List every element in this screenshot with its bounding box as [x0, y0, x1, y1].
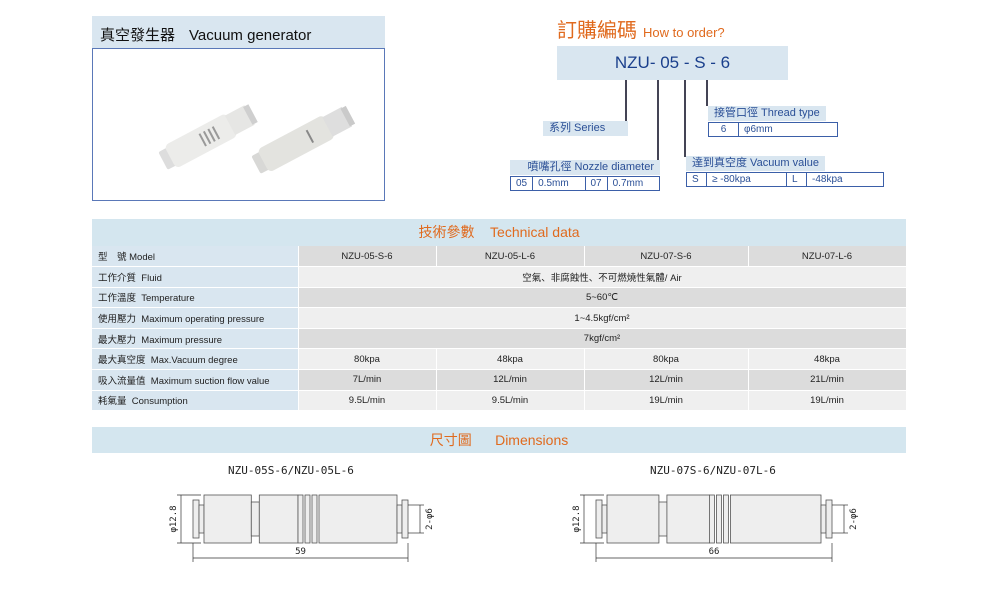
option-value: ≥ -80kpa: [707, 173, 787, 186]
nozzle-label: 噴嘴孔徑 Nozzle diameter: [510, 160, 660, 175]
thread-options: 6 φ6mm: [708, 122, 838, 137]
table-cell: 7L/min: [298, 369, 437, 391]
length-label: 59: [295, 547, 306, 557]
table-cell: 9.5L/min: [436, 390, 585, 412]
table-cell: 21L/min: [748, 369, 907, 391]
row-header: 工作介質 Fluid: [92, 266, 299, 288]
table-cell: 48kpa: [436, 348, 585, 371]
table-cell: NZU-07-L-6: [748, 246, 907, 268]
product-title-zh: 真空發生器: [100, 27, 176, 44]
option-code: L: [787, 173, 807, 186]
port-label: 2-φ6: [425, 508, 435, 530]
order-title: 訂購編碼 How to order?: [557, 14, 725, 43]
diameter-label: φ12.8: [572, 505, 582, 532]
table-cell: NZU-07-S-6: [584, 246, 749, 268]
option-code: 6: [709, 123, 739, 136]
product-image: [92, 48, 385, 201]
dimension-drawing: φ12.8 2-φ6 59: [169, 494, 435, 562]
option-code: 07: [586, 177, 608, 190]
port-label: 2-φ6: [849, 508, 859, 530]
order-title-zh: 訂購編碼: [557, 20, 637, 42]
table-cell: 1~4.5kgf/cm²: [298, 307, 907, 329]
option-code: S: [687, 173, 707, 186]
table-cell: 80kpa: [584, 348, 749, 371]
row-header: 最大真空度 Max.Vacuum degree: [92, 348, 299, 371]
row-header: 使用壓力 Maximum operating pressure: [92, 307, 299, 329]
order-title-en: How to order?: [643, 25, 725, 40]
table-cell: 48kpa: [748, 348, 907, 371]
dimension-drawing: φ12.8 2-φ6 66: [572, 494, 859, 562]
table-cell: 9.5L/min: [298, 390, 437, 412]
option-value: 0.7mm: [612, 178, 644, 189]
table-cell: NZU-05-L-6: [436, 246, 585, 268]
product-header: 真空發生器 Vacuum generator: [92, 16, 385, 48]
table-cell: 空氣、非腐蝕性、不可燃燒性氣體/ Air: [298, 266, 907, 288]
row-header: 最大壓力 Maximum pressure: [92, 328, 299, 350]
length-label: 66: [709, 547, 720, 557]
table-cell: 5~60℃: [298, 287, 907, 309]
product-title-en: Vacuum generator: [189, 27, 312, 44]
vacuum-generator-photo: [159, 104, 356, 174]
option-value: φ6mm: [744, 124, 773, 135]
dims-title: 尺寸圖 Dimensions: [92, 427, 906, 453]
thread-label: 接管口徑 Thread type: [708, 106, 826, 121]
option-value: -48kpa: [812, 174, 843, 185]
table-cell: NZU-05-S-6: [298, 246, 437, 268]
table-cell: 12L/min: [436, 369, 585, 391]
table-cell: 19L/min: [584, 390, 749, 412]
drawing-label: NZU-07S-6/NZU-07L-6: [650, 464, 776, 477]
diameter-label: φ12.8: [169, 505, 179, 532]
tech-title: 技術參數 Technical data: [92, 219, 906, 246]
table-cell: 80kpa: [298, 348, 437, 371]
order-code: NZU- 05 - S - 6: [557, 46, 788, 80]
connector-line: [706, 80, 708, 106]
row-header: 吸入流量值 Maximum suction flow value: [92, 369, 299, 391]
connector-line: [657, 80, 659, 160]
table-cell: 7kgf/cm²: [298, 328, 907, 350]
option-value: 0.5mm: [533, 177, 586, 190]
table-cell: 12L/min: [584, 369, 749, 391]
row-header: 耗氣量 Consumption: [92, 390, 299, 412]
vacuum-label: 達到真空度 Vacuum value: [686, 156, 825, 171]
table-cell: 19L/min: [748, 390, 907, 412]
drawing-label: NZU-05S-6/NZU-05L-6: [228, 464, 354, 477]
option-code: 05: [511, 177, 534, 190]
series-label: 系列 Series: [543, 121, 628, 136]
row-header: 工作溫度 Temperature: [92, 287, 299, 309]
row-header: 型 號 Model: [92, 246, 299, 268]
connector-line: [684, 80, 686, 157]
connector-line: [625, 80, 627, 121]
